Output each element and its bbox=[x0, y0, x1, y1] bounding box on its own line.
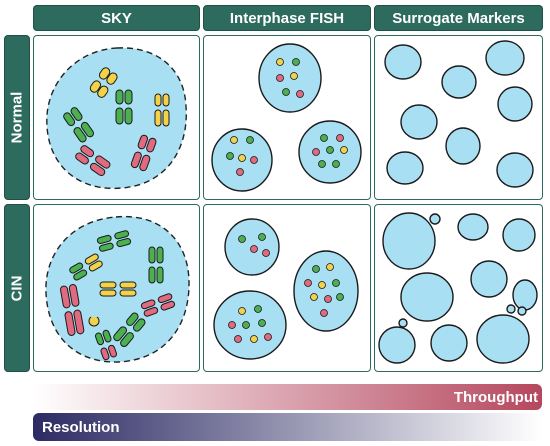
column-header-sky: SKY bbox=[33, 5, 200, 31]
resolution-gradient-bar bbox=[33, 413, 542, 441]
throughput-gradient-bar bbox=[33, 384, 542, 410]
row-label-normal: Normal bbox=[4, 35, 30, 200]
nucleus bbox=[386, 151, 424, 185]
panel-normal-sky bbox=[33, 35, 200, 200]
micronucleus bbox=[517, 306, 527, 316]
micronucleus bbox=[429, 213, 441, 225]
micronucleus bbox=[506, 304, 516, 314]
normal-sky-illustration bbox=[46, 47, 187, 190]
cin-sky-illustration bbox=[45, 215, 190, 363]
column-header-sky-label: SKY bbox=[101, 9, 132, 27]
column-header-surrogate-label: Surrogate Markers bbox=[392, 9, 525, 27]
normal-fish-illustration bbox=[211, 43, 362, 192]
panel-cin-sky bbox=[33, 204, 200, 372]
column-header-fish: Interphase FISH bbox=[203, 5, 371, 31]
nucleus bbox=[213, 290, 287, 360]
nucleus bbox=[476, 314, 530, 364]
nucleus bbox=[485, 40, 525, 76]
nucleus bbox=[496, 152, 534, 188]
cin-fish-illustration bbox=[213, 218, 359, 360]
row-label-cin-text: CIN bbox=[8, 275, 26, 301]
panel-normal-fish bbox=[203, 35, 371, 200]
nucleus bbox=[382, 212, 436, 270]
nucleus bbox=[497, 86, 533, 122]
nucleus bbox=[512, 279, 538, 311]
nucleus bbox=[430, 324, 468, 362]
nucleus bbox=[457, 213, 489, 241]
micronucleus bbox=[398, 318, 408, 328]
panel-cin-surrogate bbox=[374, 204, 543, 372]
nucleus bbox=[441, 65, 477, 99]
nucleus bbox=[378, 326, 416, 364]
resolution-label: Resolution bbox=[42, 419, 120, 436]
nucleus bbox=[384, 44, 422, 80]
nucleus bbox=[400, 272, 454, 322]
column-header-surrogate: Surrogate Markers bbox=[374, 5, 543, 31]
nucleus bbox=[445, 127, 481, 165]
normal-surrogate-illustration bbox=[384, 40, 534, 188]
nucleus bbox=[470, 260, 508, 298]
throughput-label: Throughput bbox=[453, 389, 538, 406]
nucleus bbox=[502, 218, 536, 252]
row-label-normal-text: Normal bbox=[8, 91, 26, 144]
panel-normal-surrogate bbox=[374, 35, 543, 200]
cin-surrogate-illustration bbox=[378, 212, 538, 364]
nucleus bbox=[293, 250, 359, 332]
nucleus bbox=[400, 104, 438, 140]
column-header-fish-label: Interphase FISH bbox=[229, 9, 345, 27]
row-label-cin: CIN bbox=[4, 204, 30, 372]
panel-cin-fish bbox=[203, 204, 371, 372]
nucleus bbox=[258, 43, 322, 113]
chromosome bbox=[63, 67, 170, 177]
